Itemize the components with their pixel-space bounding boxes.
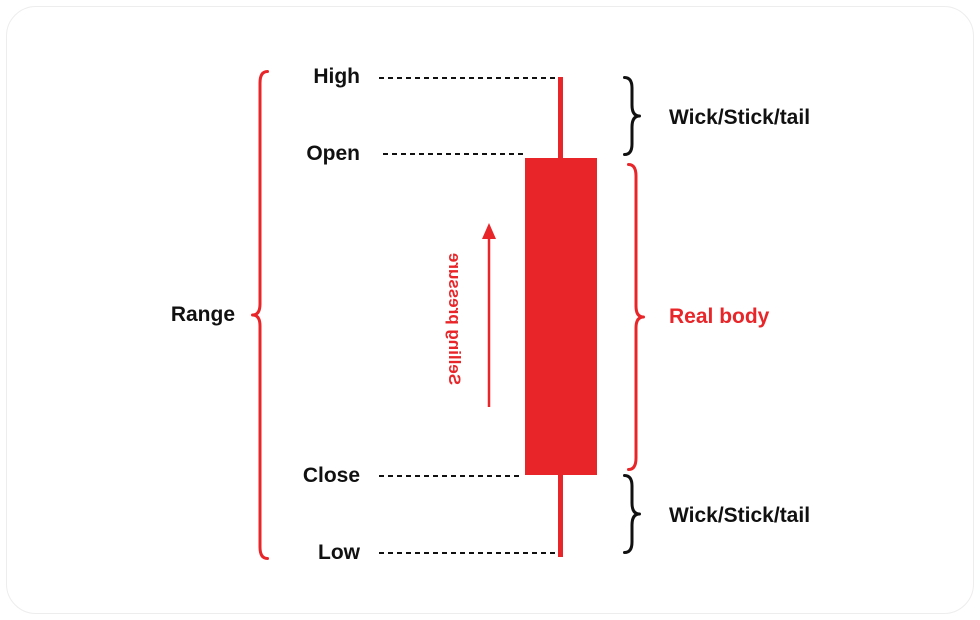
lower-wick-brace <box>623 474 641 554</box>
high-dash-line <box>379 77 556 79</box>
low-label: Low <box>318 541 360 564</box>
up-arrow-icon <box>482 223 496 407</box>
high-label: High <box>313 65 360 88</box>
open-dash-line <box>383 153 523 155</box>
close-label: Close <box>302 464 360 487</box>
close-dash-line <box>379 475 523 477</box>
range-brace <box>251 70 269 560</box>
upper-wick-label: Wick/Stick/tail <box>669 106 811 129</box>
real-body-label: Real body <box>669 305 770 328</box>
diagram-card: High Open Close Low Range Wick/Stick/tai… <box>6 6 974 614</box>
lower-wick-label: Wick/Stick/tail <box>669 504 811 527</box>
real-body-brace <box>627 163 645 471</box>
candle-real-body <box>525 158 597 475</box>
pressure-label: Selling pressure <box>445 252 464 386</box>
low-dash-line <box>379 552 559 554</box>
open-label: Open <box>306 142 360 165</box>
upper-wick-brace <box>623 76 641 156</box>
range-label: Range <box>170 303 235 326</box>
